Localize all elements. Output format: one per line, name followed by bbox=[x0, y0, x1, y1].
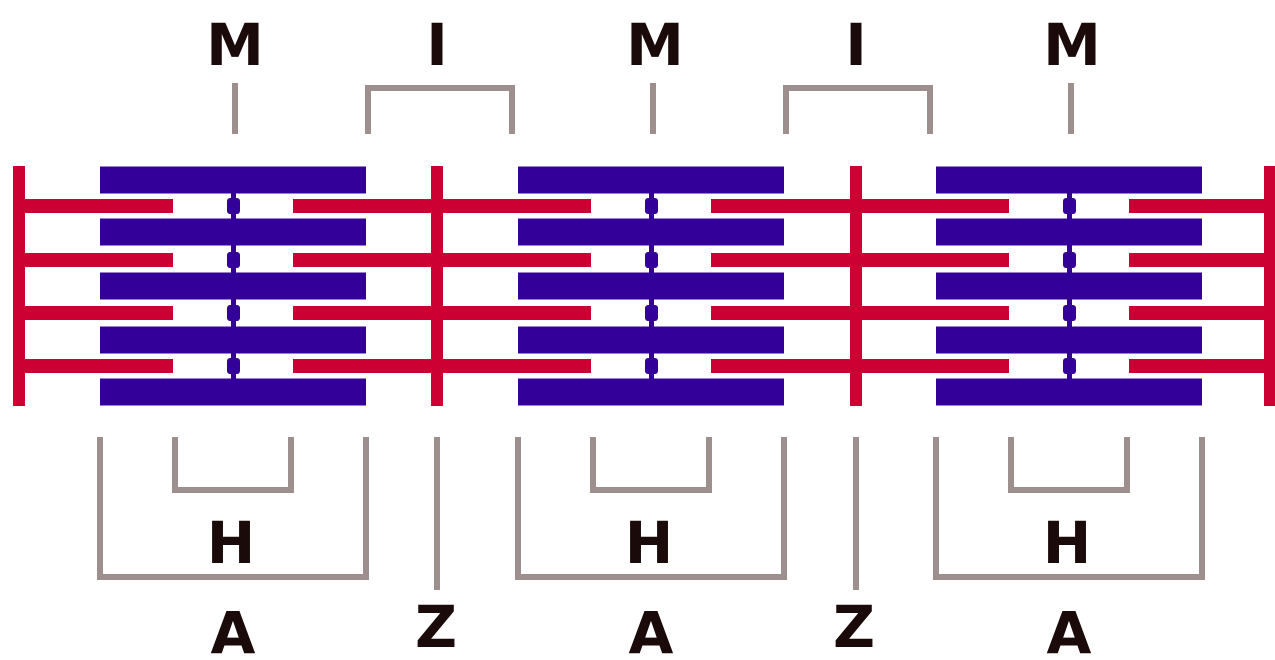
region-brackets bbox=[97, 83, 1205, 590]
thin-filament bbox=[19, 253, 173, 267]
thin-filament bbox=[711, 253, 1009, 267]
i-band-bracket bbox=[783, 85, 933, 134]
m-line-label: M bbox=[1043, 11, 1101, 79]
m-line-label: M bbox=[206, 11, 264, 79]
thin-filament bbox=[293, 306, 591, 320]
thin-filament bbox=[1129, 199, 1270, 213]
a-band-bracket bbox=[97, 437, 369, 580]
h-zone-bracket bbox=[172, 437, 294, 493]
a-band-label: A bbox=[211, 599, 256, 660]
thin-filament bbox=[19, 199, 173, 213]
thin-filament bbox=[293, 359, 591, 373]
m-line-node bbox=[1063, 305, 1076, 321]
i-band-label: I bbox=[845, 11, 867, 79]
thin-filaments bbox=[13, 166, 1275, 406]
thin-filament bbox=[1129, 359, 1270, 373]
m-line-node bbox=[645, 358, 658, 374]
m-line bbox=[231, 180, 236, 392]
thin-filament bbox=[711, 359, 1009, 373]
thin-filament bbox=[19, 306, 173, 320]
z-line-label: Z bbox=[833, 593, 875, 660]
m-line-node bbox=[227, 252, 240, 268]
thin-filament bbox=[1129, 306, 1270, 320]
thin-filament bbox=[1129, 253, 1270, 267]
m-line-node bbox=[227, 358, 240, 374]
h-zone-bracket bbox=[1008, 437, 1130, 493]
m-line bbox=[649, 180, 654, 392]
z-line-label: Z bbox=[415, 593, 457, 660]
thin-filament bbox=[293, 253, 591, 267]
m-line-connectors bbox=[227, 180, 1076, 392]
a-band-bracket bbox=[515, 437, 787, 580]
thin-filament bbox=[19, 359, 173, 373]
m-line-node bbox=[227, 305, 240, 321]
z-line bbox=[13, 166, 25, 406]
a-band-label: A bbox=[1047, 599, 1092, 660]
thin-filament bbox=[711, 199, 1009, 213]
z-line bbox=[431, 166, 443, 406]
m-line-node bbox=[1063, 358, 1076, 374]
z-line bbox=[1264, 166, 1275, 406]
m-line-node bbox=[1063, 252, 1076, 268]
a-band-label: A bbox=[629, 599, 674, 660]
m-line-node bbox=[645, 198, 658, 214]
thin-filament bbox=[293, 199, 591, 213]
h-zone-label: H bbox=[207, 509, 256, 577]
thin-filament bbox=[711, 306, 1009, 320]
h-zone-label: H bbox=[625, 509, 674, 577]
i-band-bracket bbox=[365, 85, 515, 134]
m-line-node bbox=[645, 252, 658, 268]
m-line bbox=[1067, 180, 1072, 392]
z-line bbox=[850, 166, 862, 406]
m-line-node bbox=[1063, 198, 1076, 214]
i-band-label: I bbox=[426, 11, 448, 79]
a-band-bracket bbox=[933, 437, 1205, 580]
m-line-node bbox=[645, 305, 658, 321]
h-zone-bracket bbox=[590, 437, 712, 493]
m-line-node bbox=[227, 198, 240, 214]
m-line-label: M bbox=[626, 11, 684, 79]
h-zone-label: H bbox=[1043, 509, 1092, 577]
